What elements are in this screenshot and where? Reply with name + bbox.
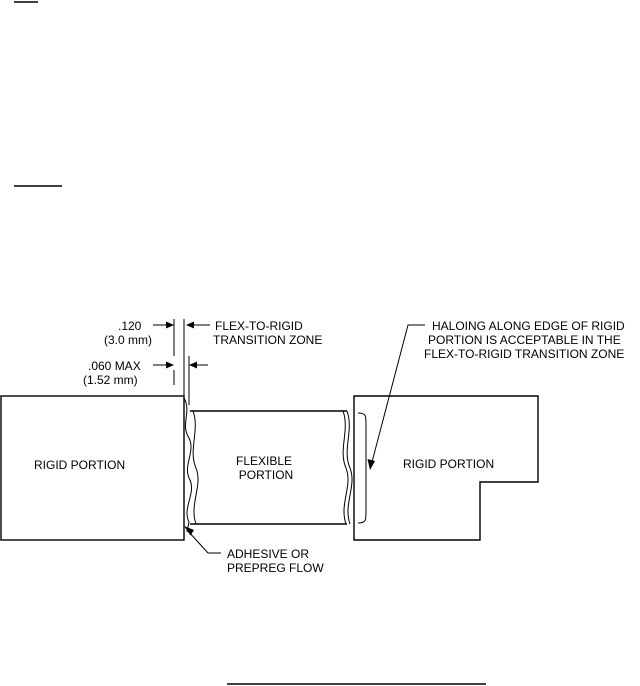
haloing-label-2: PORTION IS ACCEPTABLE IN THE bbox=[428, 333, 621, 347]
rigid-portion-right-label: RIGID PORTION bbox=[403, 457, 494, 471]
adhesive-arrowhead bbox=[184, 526, 194, 536]
flex-break-left bbox=[192, 410, 199, 525]
adhesive-flow-line bbox=[183, 397, 192, 533]
transition-zone-label-1: FLEX-TO-RIGID bbox=[215, 319, 303, 333]
dim-060-arrowhead-left bbox=[166, 361, 174, 369]
haloing-bracket bbox=[357, 412, 367, 524]
rigid-portion-right bbox=[353, 395, 539, 541]
flexible-portion-label-1: FLEXIBLE bbox=[236, 454, 292, 468]
dim-120-arrowhead bbox=[166, 321, 174, 329]
flex-break-right-b bbox=[346, 410, 353, 525]
dim-060-label: .060 MAX bbox=[88, 359, 141, 373]
dim-060-mm-label: (1.52 mm) bbox=[83, 373, 138, 387]
adhesive-label-1: ADHESIVE OR bbox=[227, 547, 309, 561]
dim-060-arrowhead-right bbox=[189, 361, 197, 369]
haloing-arrowhead bbox=[367, 459, 375, 470]
haloing-label-3: FLEX-TO-RIGID TRANSITION ZONE bbox=[424, 347, 624, 361]
transition-arrowhead bbox=[186, 321, 194, 329]
flexible-portion-label-2: PORTION bbox=[239, 468, 293, 482]
adhesive-label-2: PREPREG FLOW bbox=[227, 561, 324, 575]
rigid-portion-left-label: RIGID PORTION bbox=[34, 458, 125, 472]
dim-120-mm-label: (3.0 mm) bbox=[104, 333, 152, 347]
haloing-leader bbox=[371, 324, 425, 463]
haloing-label-1: HALOING ALONG EDGE OF RIGID bbox=[432, 319, 625, 333]
flex-break-right-a bbox=[342, 410, 349, 525]
dim-120-label: .120 bbox=[118, 319, 142, 333]
adhesive-leader bbox=[187, 530, 221, 554]
transition-zone-label-2: TRANSITION ZONE bbox=[213, 333, 322, 347]
rigid-portion-left bbox=[0, 395, 185, 541]
